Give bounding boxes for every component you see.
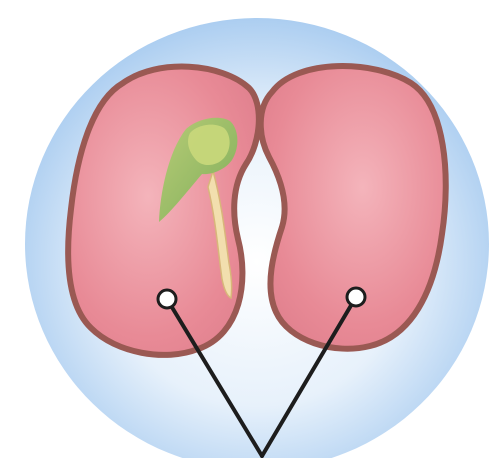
- right-pointer-dot: [347, 288, 365, 306]
- left-pointer-dot: [158, 290, 176, 308]
